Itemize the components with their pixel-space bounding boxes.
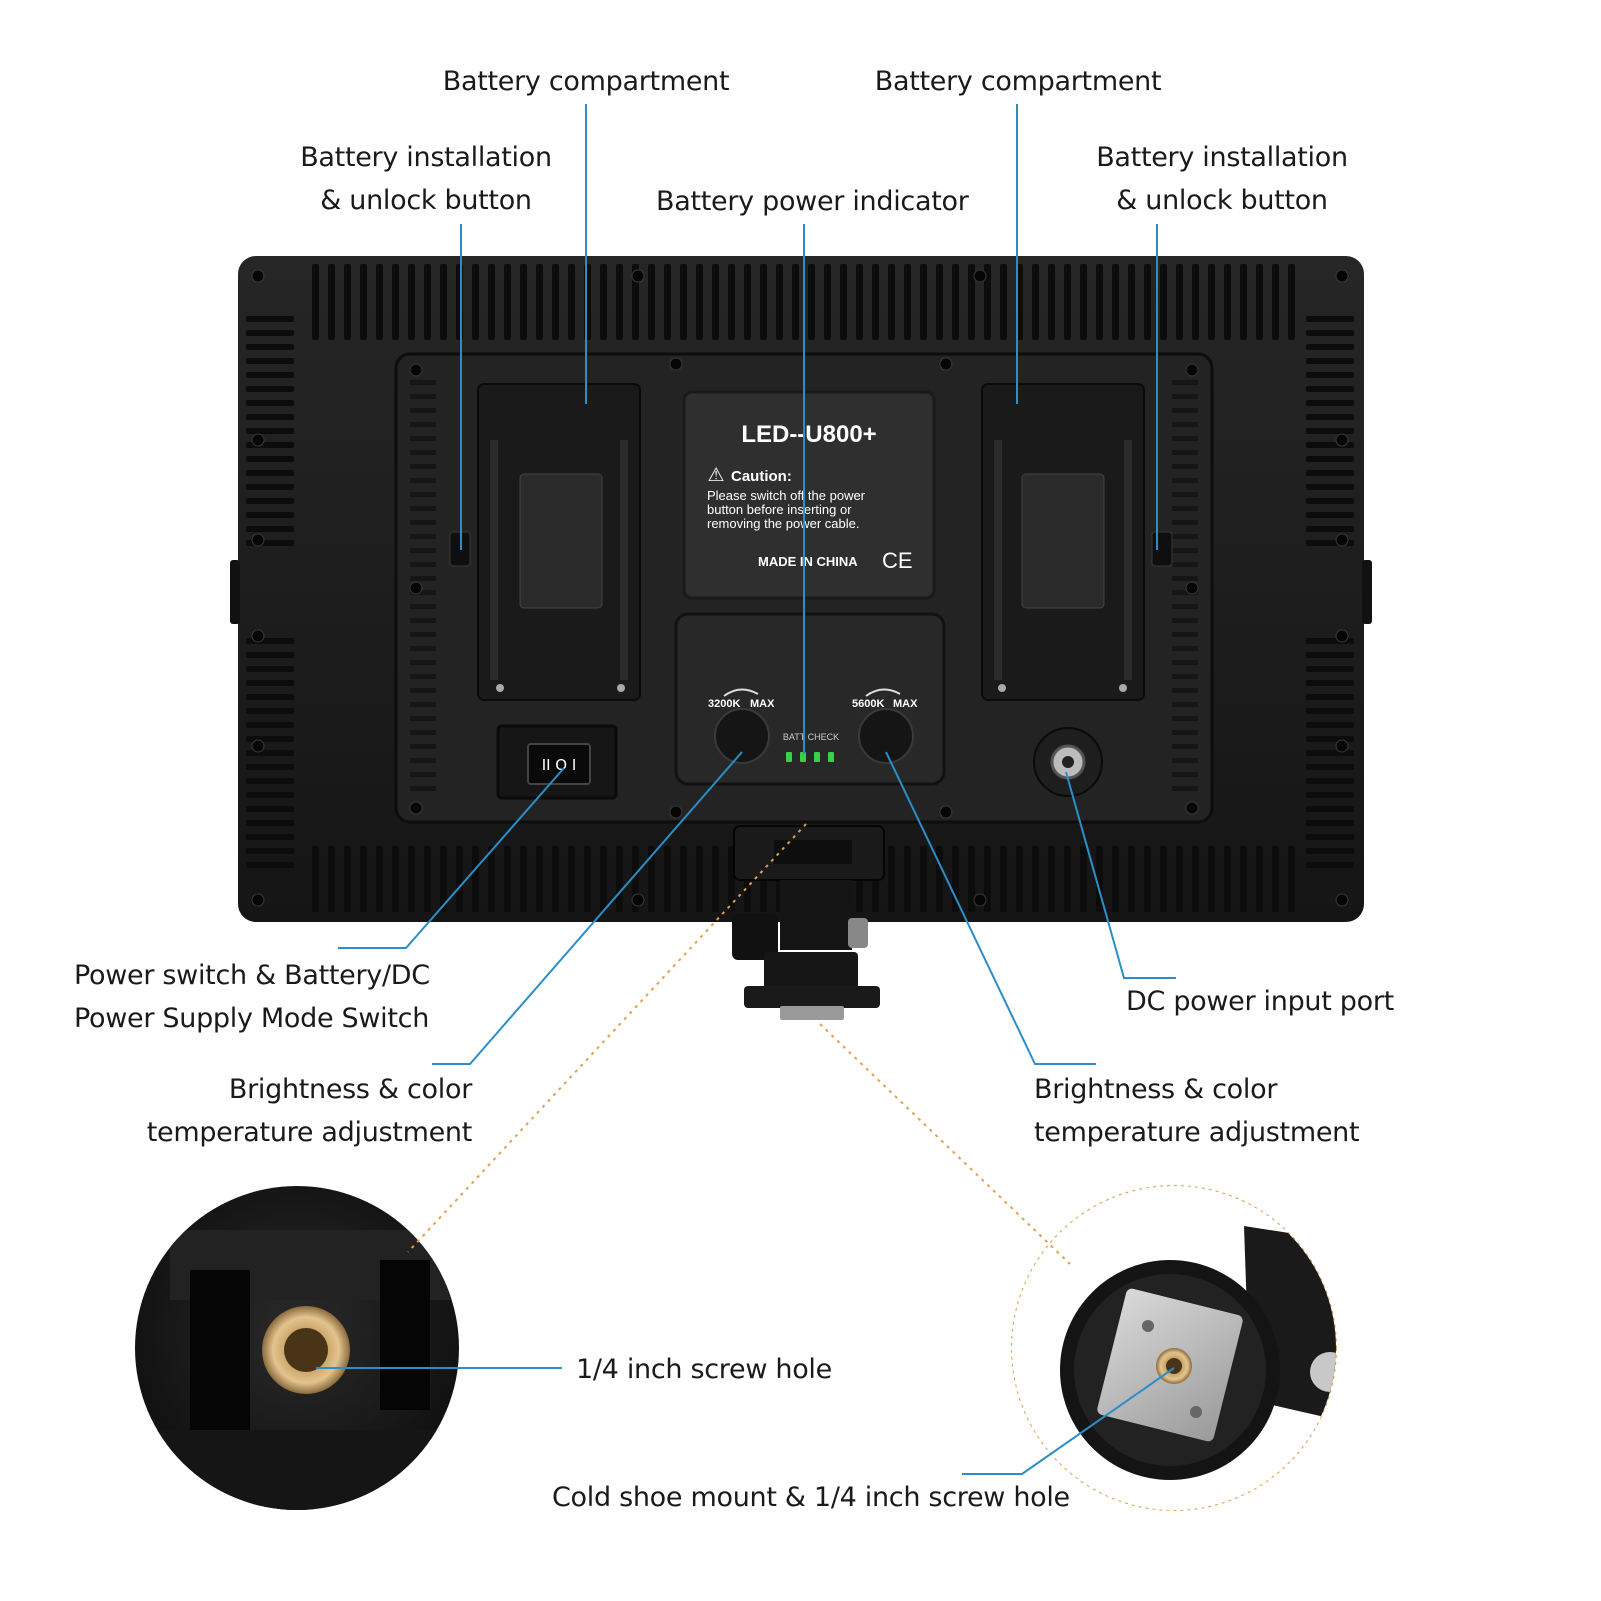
- caution-line-2: button before inserting or: [707, 502, 852, 517]
- led-panel: LED--U800+ ⚠ Caution: Please switch off …: [230, 256, 1372, 922]
- knob-right-temp-label: 5600K: [852, 698, 884, 710]
- control-panel: 3200K MAX 5600K MAX BATT CHECK: [674, 612, 946, 786]
- brightness-knob-right[interactable]: [858, 708, 914, 764]
- brightness-knob-left[interactable]: [714, 708, 770, 764]
- label-battery-power-indicator: Battery power indicator: [656, 186, 969, 217]
- label-battery-installation-left: Battery installation & unlock button: [300, 142, 552, 216]
- callout-dc-power-input: [1065, 771, 1176, 979]
- label-battery-installation-right: Battery installation & unlock button: [1096, 142, 1348, 216]
- switch-symbols: II O I: [542, 756, 577, 774]
- callout-lines: [316, 104, 1176, 1475]
- battery-led: [828, 752, 834, 762]
- callout-brightness-right: [885, 751, 1096, 1065]
- inner-plate-screws: [409, 357, 1199, 819]
- caution-title: Caution:: [731, 468, 792, 485]
- warning-icon: ⚠: [707, 464, 724, 486]
- cold-shoe-detail: [1012, 1186, 1336, 1510]
- battery-compartment-left: [477, 383, 641, 701]
- inner-plate-fins: [410, 380, 1198, 791]
- label-cold-shoe: Cold shoe mount & 1/4 inch screw hole: [552, 1482, 1070, 1513]
- label-power-switch: Power switch & Battery/DC Power Supply M…: [74, 960, 430, 1034]
- callout-power-switch: [338, 767, 565, 949]
- dotted-connectors: [407, 823, 1071, 1265]
- label-dc-power-input: DC power input port: [1126, 986, 1394, 1017]
- knob-left-temp-label: 3200K: [708, 698, 740, 710]
- shoe-mount: [732, 825, 885, 1020]
- screw-hole-detail: [135, 1186, 459, 1510]
- made-in-label: MADE IN CHINA: [758, 554, 858, 569]
- unlock-button-right[interactable]: [1151, 531, 1173, 567]
- model-name: LED--U800+: [741, 421, 876, 448]
- panel-screws: [251, 269, 1349, 907]
- dc-power-input-port[interactable]: [1033, 727, 1103, 797]
- label-battery-compartment-left: Battery compartment: [442, 66, 730, 97]
- batt-check-label: BATT CHECK: [783, 732, 839, 742]
- battery-compartment-right: [981, 383, 1145, 701]
- caution-line-3: removing the power cable.: [707, 516, 859, 531]
- knob-left-max-label: MAX: [750, 698, 775, 710]
- ventilation-fins-top: [312, 264, 1295, 340]
- battery-led: [786, 752, 792, 762]
- caution-line-1: Please switch off the power: [707, 488, 866, 503]
- battery-led: [814, 752, 820, 762]
- label-brightness-left: Brightness & color temperature adjustmen…: [146, 1074, 473, 1148]
- battery-led: [800, 752, 806, 762]
- caution-label: LED--U800+ ⚠ Caution: Please switch off …: [682, 390, 936, 600]
- callout-cold-shoe: [962, 1367, 1175, 1475]
- battery-indicator-leds: [786, 752, 834, 762]
- label-screw-hole: 1/4 inch screw hole: [576, 1354, 832, 1385]
- label-battery-compartment-right: Battery compartment: [874, 66, 1162, 97]
- callout-brightness-left: [432, 751, 743, 1065]
- knob-right-max-label: MAX: [893, 698, 918, 710]
- label-brightness-right: Brightness & color temperature adjustmen…: [1034, 1074, 1360, 1148]
- ce-mark: CE: [882, 548, 913, 573]
- power-switch[interactable]: II O I: [496, 724, 618, 800]
